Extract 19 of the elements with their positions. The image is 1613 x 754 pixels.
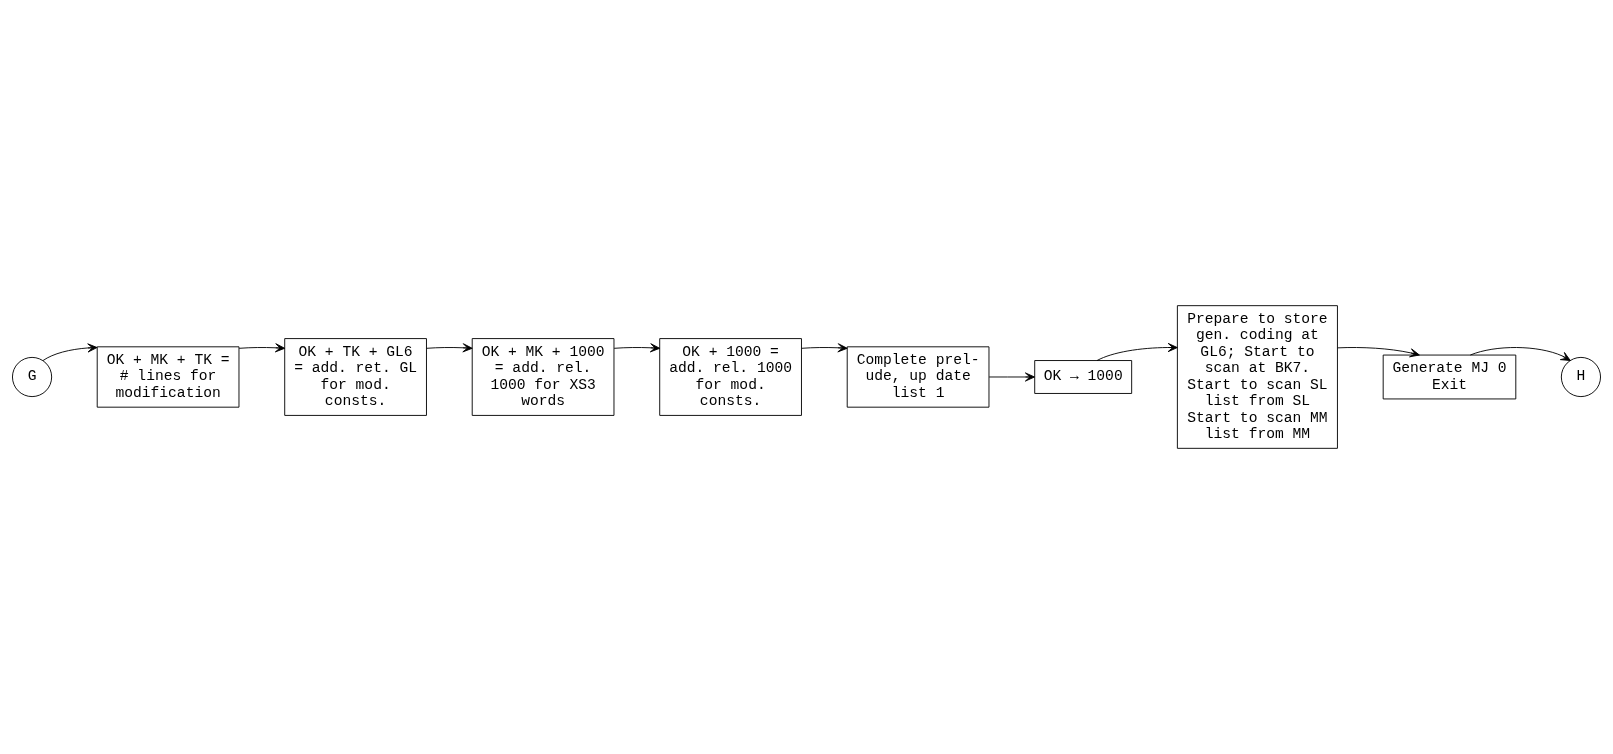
arrow: [1469, 347, 1571, 361]
arrow: [1337, 347, 1420, 358]
node-box: Generate MJ 0 Exit: [1382, 354, 1517, 400]
arrow: [613, 343, 661, 353]
arrow: [42, 343, 98, 361]
node-circle: H: [1560, 356, 1601, 398]
arrow: [1096, 342, 1178, 361]
node-box: Prepare to store gen. coding at GL6; Start to scan at BK7. Start to scan SL list from SL Start to scan MM list from MM: [1176, 305, 1338, 449]
node-box: OK + MK + 1000 = add. rel. 1000 for XS3 words: [471, 338, 615, 416]
arrow: [801, 343, 848, 353]
node-circle: G: [12, 356, 53, 398]
node-box: OK → 1000: [1034, 360, 1133, 394]
arrow: [988, 372, 1035, 382]
arrow: [238, 343, 286, 353]
node-box: OK + TK + GL6 = add. ret. GL for mod. consts.: [284, 338, 427, 416]
node-box: OK + MK + TK = # lines for modification: [96, 346, 240, 408]
node-box: Complete prel- ude, up date list 1: [846, 346, 990, 408]
node-box: OK + 1000 = add. rel. 1000 for mod. consts.: [659, 338, 802, 416]
arrow: [426, 343, 473, 353]
